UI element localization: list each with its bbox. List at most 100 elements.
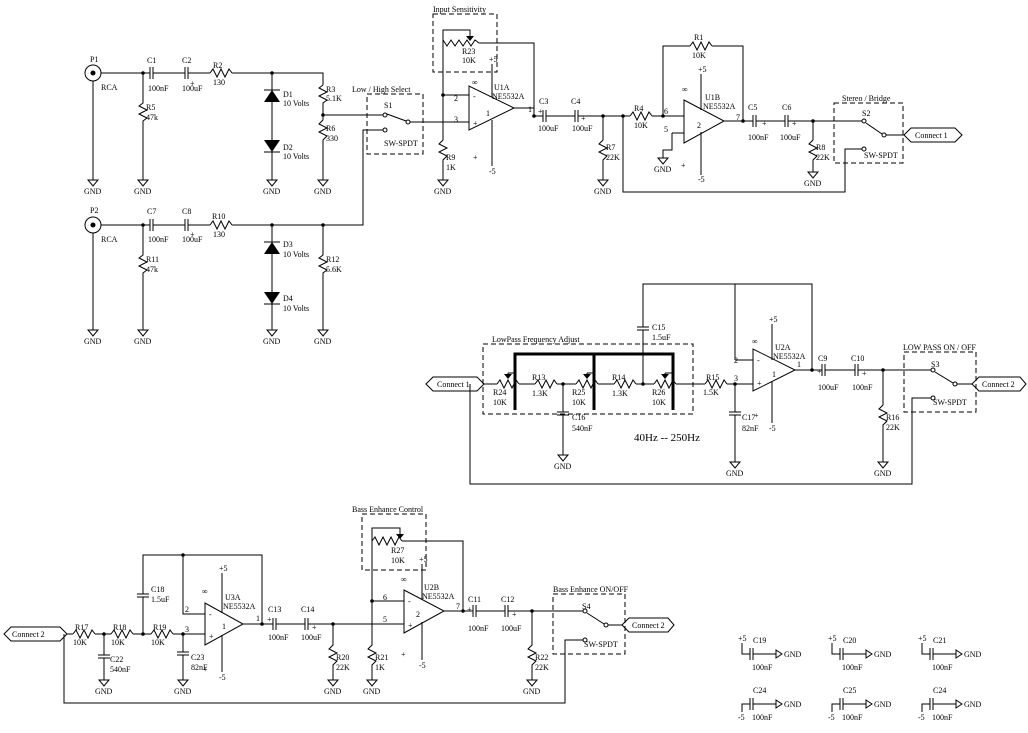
u2a-pin3: 3 [734, 374, 738, 383]
s2-label: S2 [862, 109, 870, 118]
c21-value: 100nF [932, 663, 953, 672]
c2-plus: + [190, 79, 195, 88]
c25-value: 100nF [842, 713, 863, 722]
c16-label: C16 [572, 413, 585, 422]
u2b-mark: + [401, 650, 406, 659]
c21-label: C21 [933, 636, 946, 645]
input-sens-title: Input Sensitivity [433, 5, 486, 14]
gnd-r20: GND [324, 687, 342, 696]
switch-s4[interactable]: Bass Enhance ON/OFF S4 SW-SPDT [552, 585, 629, 655]
u3a-pin2: 2 [185, 605, 189, 614]
gnd-p1: GND [84, 187, 102, 196]
d1-label: D1 [283, 90, 293, 99]
c17-value: 82nF [742, 424, 759, 433]
u2a-pin2: 2 [734, 356, 738, 365]
gnd-p2: GND [84, 337, 102, 346]
gnd-r12: GND [314, 337, 332, 346]
u1b-pin7: 7 [736, 113, 740, 122]
c4-plus: + [581, 114, 586, 123]
r20-label: R20 [336, 653, 349, 662]
c5-label: C5 [748, 103, 757, 112]
u1b-pin5: 5 [664, 125, 668, 134]
u1a-label: U1A [494, 83, 510, 92]
c24-label: C24 [753, 686, 766, 695]
c3-plus: + [538, 107, 543, 116]
u1a-pin1: 1 [486, 109, 490, 118]
c26-value: 100nF [932, 713, 953, 722]
u2a-pin1-out: 1 [797, 360, 801, 369]
u3a-plus: + [209, 632, 214, 641]
u1a-pin2: 2 [454, 94, 458, 103]
switch-s1[interactable]: Low / High Select S1 SW-SPDT [352, 85, 454, 155]
u2b-type: NE5532A [422, 592, 455, 601]
r15-value: 1.5K [703, 388, 719, 397]
connect2-out-label: Connect 2 [982, 380, 1015, 389]
dc-minus5-2: -5 [828, 713, 835, 722]
c16-value: 540nF [572, 424, 593, 433]
u1a-out-pin: 1 [528, 105, 532, 114]
u1a-pin3: 3 [454, 115, 458, 124]
u1a-minus5: -5 [489, 167, 496, 176]
u3a-pin3: 3 [185, 625, 189, 634]
gnd-d4: GND [263, 337, 281, 346]
gnd-d2: GND [263, 187, 281, 196]
u3a-type: NE5532A [223, 602, 256, 611]
u3a-pin1-out: 1 [256, 614, 260, 623]
u1a-minus: - [473, 92, 476, 101]
r9-label: R9 [446, 153, 455, 162]
c13-value: 100nF [268, 633, 289, 642]
d2-label: D2 [283, 143, 293, 152]
r19-label: R19 [153, 623, 166, 632]
r9-value: 1K [446, 163, 456, 172]
c2-value: 100uF [182, 84, 203, 93]
dc-minus5-1: -5 [738, 713, 745, 722]
c23-label: C23 [191, 653, 204, 662]
r22-label: R22 [535, 653, 548, 662]
s3-type: SW-SPDT [933, 398, 967, 407]
r26-label: R26 [652, 388, 665, 397]
u2b-label: U2B [424, 583, 439, 592]
r25-label: R25 [572, 388, 585, 397]
dc-plus5-2: +5 [828, 634, 837, 643]
c7-value: 100nF [148, 235, 169, 244]
switch-s3[interactable]: LOW PASS ON / OFF S3 SW-SPDT [903, 343, 977, 413]
r12-value: 5.6K [326, 265, 342, 274]
inf-u1a: ∞ [472, 78, 478, 87]
c18-label: C18 [151, 585, 164, 594]
decoupling-caps: +5 C19 100nF GND +5 C20 100nF GND +5 C21… [738, 634, 982, 722]
bass-enhance-stage: Connect 2 R17 10K R18 10K R19 10K C22 54… [3, 505, 583, 704]
c3-label: C3 [539, 97, 548, 106]
r26-value: 10K [652, 398, 666, 407]
r13-value: 1.3K [532, 389, 548, 398]
dc-plus5-1: +5 [738, 634, 747, 643]
u2a-plus: + [757, 379, 762, 388]
r1-value: 10K [692, 51, 706, 60]
r5-label: R5 [146, 103, 155, 112]
c1-label: C1 [147, 56, 156, 65]
c15-label: C15 [652, 323, 665, 332]
s3-label: S3 [931, 360, 939, 369]
net-connect2-bass-out: Connect 2 [621, 617, 675, 633]
c4-value: 100uF [572, 124, 593, 133]
c1-value: 100nF [148, 84, 169, 93]
r8-label: R8 [816, 143, 825, 152]
r13-label: R13 [532, 373, 545, 382]
c11-plus: + [467, 605, 472, 614]
u2b-pin2: 2 [416, 610, 420, 619]
r10-label: R10 [212, 212, 225, 221]
u2a-label: U2A [775, 343, 791, 352]
inf-u2b: ∞ [401, 575, 407, 584]
switch-s2[interactable]: Stereo / Bridge S2 SW-SPDT [833, 94, 904, 164]
c25-label: C25 [843, 686, 856, 695]
c18-value: 1.5uF [151, 595, 170, 604]
u3a-minus5: -5 [219, 673, 226, 682]
r25-value: 10K [572, 398, 586, 407]
c8-value: 100uF [182, 235, 203, 244]
bass-ctrl-title: Bass Enhance Control [352, 505, 424, 514]
r27-value: 10K [391, 556, 405, 565]
s4-label: S4 [582, 602, 590, 611]
d4-value: 10 Volts [283, 304, 309, 313]
r23-label: R23 [462, 47, 475, 56]
r15-label: R15 [706, 373, 719, 382]
u1b-mark: + [681, 161, 686, 170]
